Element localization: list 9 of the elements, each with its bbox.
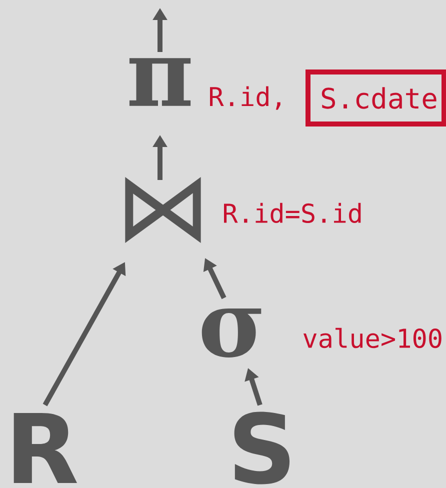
relation-letter: R <box>14 413 78 483</box>
join-symbol: ⋈ <box>125 177 201 243</box>
operator-label: R.id, <box>210 86 280 110</box>
selection-symbol: σ <box>202 308 262 358</box>
operator-label: value>100 <box>303 328 442 348</box>
relation-letter: S <box>234 412 290 484</box>
projection-symbol: π <box>129 58 191 106</box>
highlight-box: S.cdate <box>306 70 446 126</box>
operator-label: R.id=S.id <box>224 202 361 224</box>
